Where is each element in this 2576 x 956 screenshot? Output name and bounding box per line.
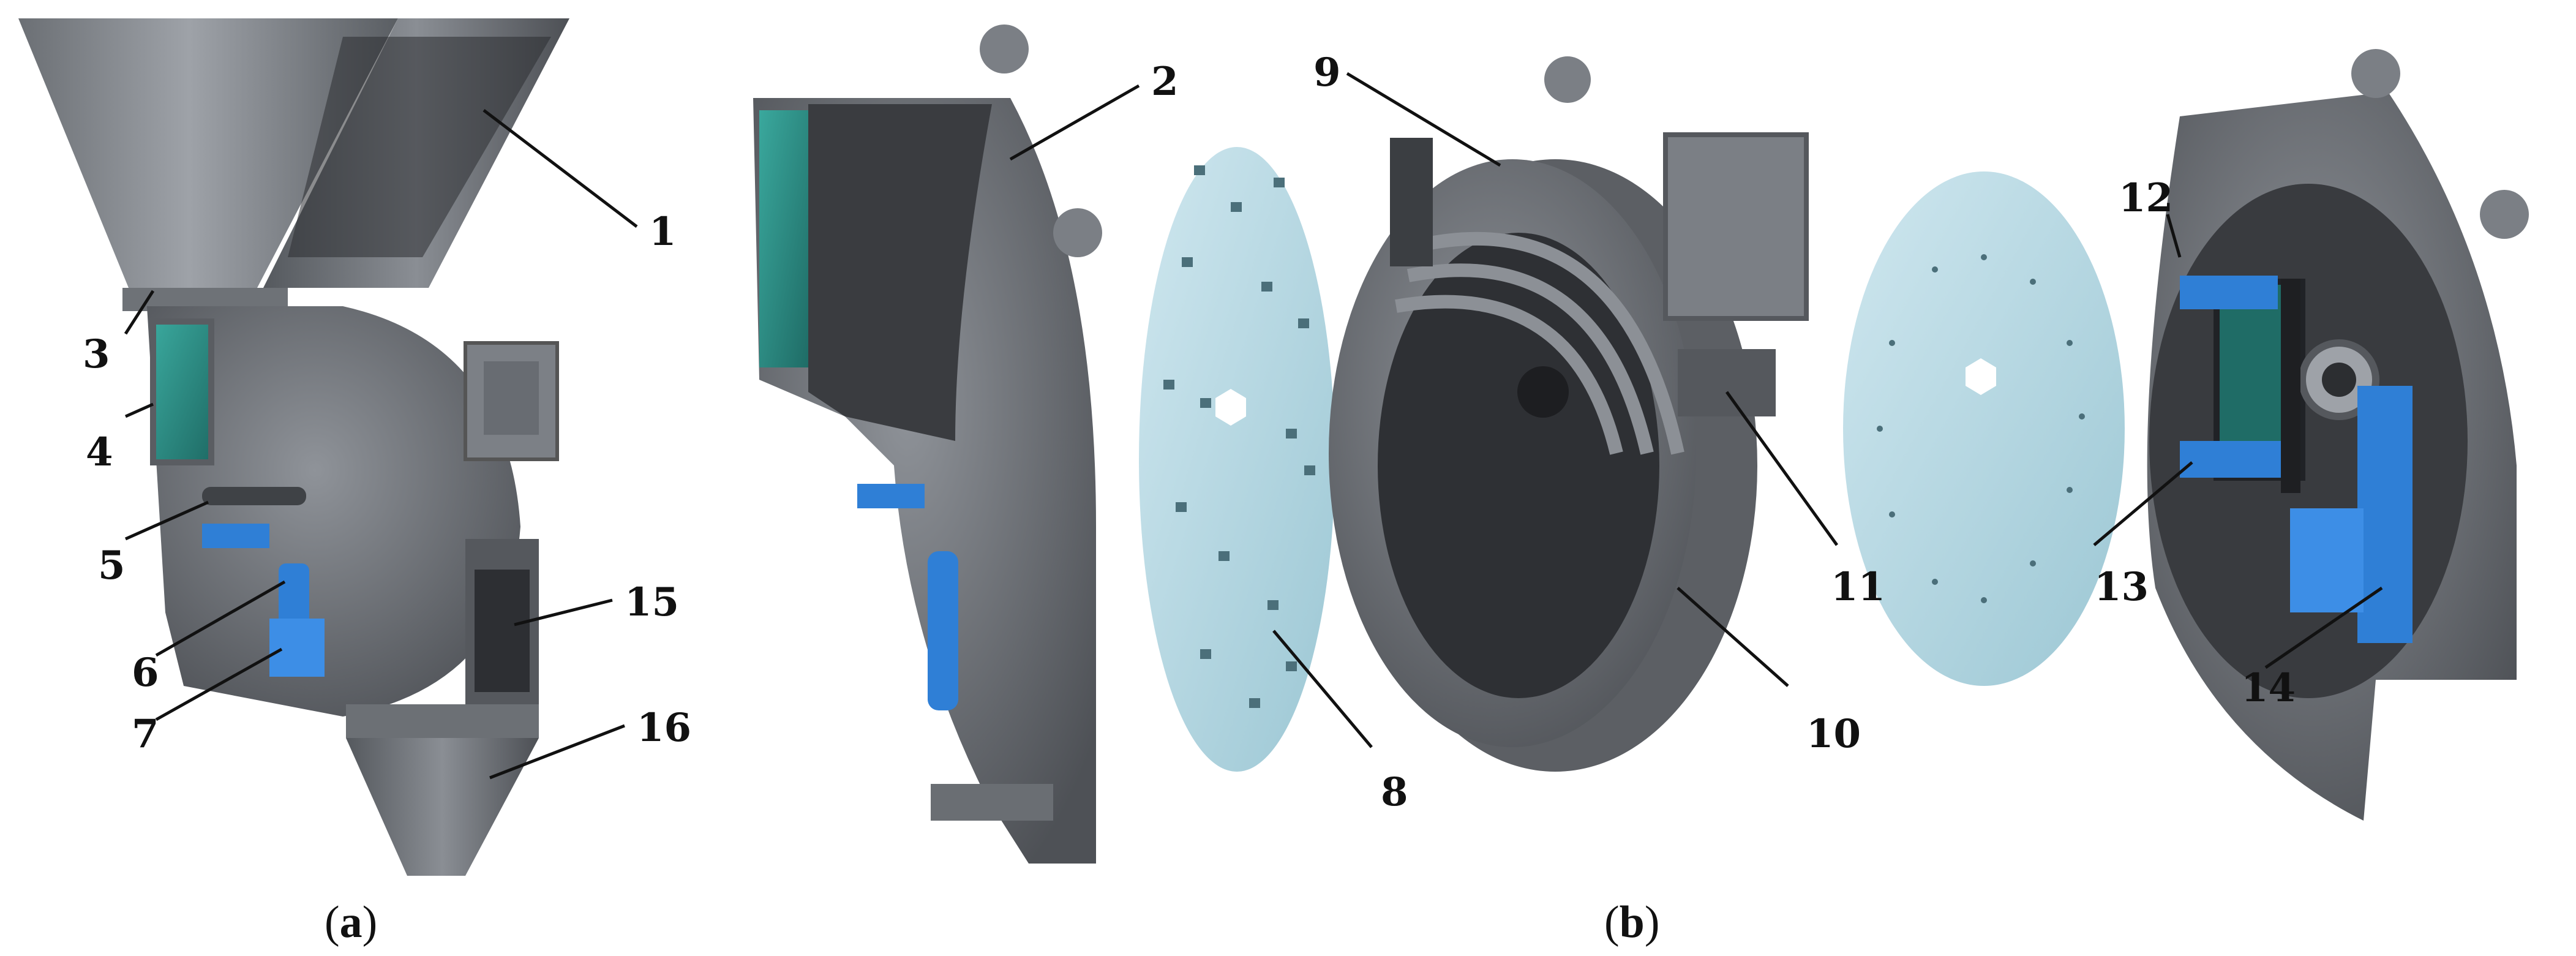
main-housing-bore <box>1517 366 1569 418</box>
callout-15: 15 <box>625 579 679 625</box>
seed-plate <box>1139 147 1335 772</box>
back-cover-ear-side <box>2480 190 2529 239</box>
callout-6: 6 <box>132 650 159 696</box>
callout-7: 7 <box>132 711 159 757</box>
callout-11: 11 <box>1831 564 1885 610</box>
hopper-shadow <box>288 37 551 257</box>
main-housing-ear-top <box>1544 56 1591 103</box>
callout-16: 16 <box>637 705 691 751</box>
back-cover-ear-top <box>2351 49 2400 98</box>
main-housing-mount-plate <box>1663 132 1809 321</box>
ejector-block <box>1678 349 1776 416</box>
main-housing-slot-3 <box>1395 295 1623 455</box>
callout-10: 10 <box>1806 711 1861 757</box>
callout-labels: 1 2 3 4 5 6 7 8 9 10 11 12 13 14 15 16 <box>83 50 2296 815</box>
adjust-plate <box>269 619 325 677</box>
hopper-left <box>18 18 398 288</box>
seed-plate-rear-hub <box>1966 358 1996 395</box>
callout-5: 5 <box>98 543 126 589</box>
callout-1: 1 <box>649 209 677 255</box>
seed-plate-hub <box>1215 389 1246 426</box>
seed-plate-cells <box>1163 165 1315 708</box>
back-cover-bar <box>2281 279 2300 493</box>
front-cover-blue-tab <box>857 484 925 508</box>
panel-a-caption: (a) <box>325 897 377 947</box>
panel-b-caption: (b) <box>1604 897 1659 947</box>
callout-14: 14 <box>2241 665 2296 711</box>
seed-plate-rear <box>1843 171 2125 686</box>
main-housing-left-bracket <box>1390 138 1433 266</box>
panel-a-caption-open: ( <box>325 897 340 947</box>
side-bracket-inner <box>484 361 539 435</box>
leader-lines <box>124 72 2383 780</box>
panel-b-caption-close: ) <box>1645 897 1660 947</box>
back-cover-brush-lower <box>2180 441 2284 478</box>
back-cover-brush-vertical <box>2357 386 2413 643</box>
funnel-collar <box>346 704 539 738</box>
callout-8: 8 <box>1381 769 1408 815</box>
discharge-funnel <box>346 738 539 876</box>
meter-body <box>147 306 520 717</box>
front-cover-ear-side <box>1053 208 1102 257</box>
seed-plate-rear-holes <box>1877 254 2085 603</box>
callout-3: 3 <box>83 331 110 377</box>
outlet-column-opening <box>475 570 530 692</box>
callout-4: 4 <box>86 429 113 475</box>
seed-guide <box>202 524 269 548</box>
front-cover-blue-lever <box>928 551 958 710</box>
main-housing-cavity <box>1378 233 1659 698</box>
panel-a-caption-letter: a <box>340 897 362 947</box>
observation-window <box>150 318 214 465</box>
front-cover-ear-top <box>980 24 1029 73</box>
panel-b-caption-letter: b <box>1620 897 1645 947</box>
callout-13: 13 <box>2094 564 2149 610</box>
back-cover-bearing-bore <box>2322 363 2356 397</box>
drive-shaft <box>202 487 306 505</box>
panel-b-exploded <box>753 24 2529 864</box>
panel-a-caption-close: ) <box>362 897 378 947</box>
front-cover-foot <box>931 784 1053 821</box>
main-housing-slot-2 <box>1406 263 1654 455</box>
callout-9: 9 <box>1313 50 1341 96</box>
front-cover-inner <box>808 104 992 441</box>
front-cover-window <box>759 110 808 367</box>
callout-12: 12 <box>2119 175 2173 221</box>
callout-2: 2 <box>1151 59 1179 105</box>
panel-b-caption-open: ( <box>1604 897 1620 947</box>
panel-a-assembly <box>18 18 569 876</box>
main-housing-slot-1 <box>1419 231 1684 455</box>
back-cover-blue-block <box>2290 508 2364 612</box>
back-cover-brush-top <box>2180 276 2278 309</box>
